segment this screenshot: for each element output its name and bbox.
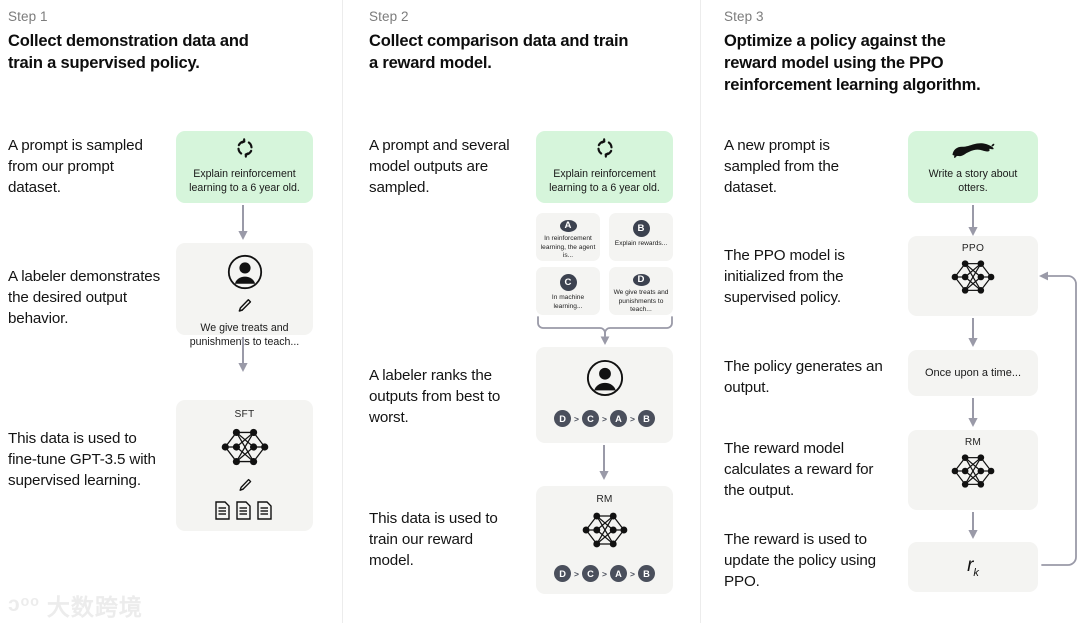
rm-rank-sep-2: >	[602, 568, 607, 579]
rm-rank-sep-3: >	[629, 568, 635, 579]
rm-rank-pill-2: C	[582, 565, 600, 582]
step-1-column: Step 1 Collect demonstration data and tr…	[0, 0, 343, 623]
person-icon	[227, 254, 263, 295]
output-card-d[interactable]: D We give treats and punishments to teac…	[609, 267, 673, 315]
rm-rank-pill-4: B	[637, 565, 655, 582]
feedback-loop-arrow	[1034, 268, 1080, 578]
rank-sep-2: >	[602, 413, 607, 424]
rank-pill-3: A	[609, 410, 627, 427]
step-1-desc-3: This data is used to fine-tune GPT-3.5 w…	[8, 430, 156, 489]
output-card-b[interactable]: B Explain rewards...	[609, 213, 673, 261]
step-3-output-box[interactable]: Once upon a time...	[908, 350, 1038, 396]
step-2-prompt-caption: Explain reinforcement learning to a 6 ye…	[549, 168, 660, 194]
output-card-a[interactable]: A In reinforcement learning, the agent i…	[536, 213, 600, 261]
output-card-c[interactable]: C In machine learning...	[536, 267, 600, 315]
watermark-text: 大数跨境	[46, 594, 143, 620]
ranking-row-labeler: D > C > A > B	[554, 410, 655, 427]
neural-net-icon	[215, 423, 275, 476]
output-letter-b: B	[632, 220, 650, 237]
step-2-desc-1: A prompt and several model outputs are s…	[369, 137, 510, 196]
documents-icon	[213, 500, 277, 527]
arrow-down-5	[966, 318, 980, 353]
step-2-title: Collect comparison data and train a rewa…	[369, 32, 629, 72]
rank-pill-2: C	[582, 410, 600, 427]
rank-sep-3: >	[629, 413, 635, 424]
rm-rank-sep-1: >	[574, 568, 580, 579]
rank-sep-1: >	[574, 413, 580, 424]
step-1-label: Step 1	[8, 9, 48, 24]
step-3-label: Step 3	[724, 9, 764, 24]
watermark-mark: ↄᵒᵒ	[8, 593, 40, 616]
step-3-title: Optimize a policy against the reward mod…	[724, 32, 981, 94]
pencil-icon	[237, 477, 253, 498]
neural-net-icon	[945, 449, 1001, 498]
output-letter-a: A	[559, 220, 577, 232]
arrow-down-7	[966, 512, 980, 545]
step-3-desc-5: The reward is used to update the policy …	[724, 531, 876, 590]
step-3-desc-3: The policy generates an output.	[724, 358, 883, 396]
step-3-ppo-box[interactable]: PPO	[908, 236, 1038, 316]
loop-icon	[235, 138, 255, 163]
step-3-desc-1: A new prompt is sampled from the dataset…	[724, 137, 839, 196]
step-1-labeler-box[interactable]: We give treats and punishments to teach.…	[176, 243, 313, 348]
step-3-desc-2: The PPO model is initialized from the su…	[724, 247, 845, 306]
step-1-desc-1: A prompt is sampled from our prompt data…	[8, 137, 143, 196]
step-1-desc-2: A labeler demonstrates the desired outpu…	[8, 268, 161, 327]
rank-pill-1: D	[554, 410, 572, 427]
output-text-d: We give treats and punishments to teach.…	[613, 288, 669, 314]
step-3-prompt-caption: Write a story about otters.	[928, 167, 1018, 194]
step-2-desc-2: A labeler ranks the outputs from best to…	[369, 367, 501, 426]
step-3-rm-box[interactable]: RM	[908, 430, 1038, 510]
reward-symbol-base: r	[967, 555, 974, 577]
step-3-output-text: Once upon a time...	[925, 367, 1021, 379]
step-1-sft-box[interactable]: SFT	[176, 400, 313, 531]
step-2-ranking-box[interactable]: D > C > A > B	[536, 347, 673, 443]
step-3-reward-box[interactable]: rk	[908, 542, 1038, 592]
loop-icon	[595, 138, 615, 163]
reward-symbol-sub: k	[973, 566, 979, 579]
step-1-prompt-caption: Explain reinforcement learning to a 6 ye…	[189, 168, 300, 194]
arrow-down-6	[966, 398, 980, 433]
person-icon	[586, 359, 624, 402]
step-2-rm-tag: RM	[596, 494, 613, 505]
output-text-c: In machine learning...	[551, 294, 585, 310]
arrow-down-4	[966, 205, 980, 242]
rank-pill-4: B	[637, 410, 655, 427]
pencil-icon	[236, 297, 253, 319]
step-3-ppo-tag: PPO	[961, 243, 985, 254]
reward-symbol: rk	[967, 555, 979, 579]
step-1-labeler-caption: We give treats and punishments to teach.…	[189, 322, 300, 348]
column-divider-1	[342, 0, 343, 623]
step-1-sft-tag: SFT	[234, 409, 255, 420]
neural-net-icon	[945, 255, 1001, 304]
step-2-label: Step 2	[369, 9, 409, 24]
output-letter-c: C	[559, 274, 577, 291]
step-3-prompt-box[interactable]: Write a story about otters.	[908, 131, 1038, 203]
watermark: ↄᵒᵒ 大数跨境	[8, 588, 143, 622]
step-2-desc-3: This data is used to train our reward mo…	[369, 510, 498, 569]
output-text-a: In reinforcement learning, the agent is.…	[540, 234, 596, 260]
ranking-row-rm: D > C > A > B	[554, 565, 655, 582]
step-3-rm-tag: RM	[964, 437, 982, 448]
arrow-down-3	[597, 445, 611, 486]
step-3-column: Step 3 Optimize a policy against the rew…	[701, 0, 1080, 623]
rm-rank-pill-3: A	[609, 565, 627, 582]
otter-icon	[951, 139, 995, 164]
step-2-rm-box[interactable]: RM D	[536, 486, 673, 594]
neural-net-icon	[576, 507, 634, 558]
step-1-prompt-box[interactable]: Explain reinforcement learning to a 6 ye…	[176, 131, 313, 203]
step-2-column: Step 2 Collect comparison data and train…	[343, 0, 701, 623]
step-2-prompt-box[interactable]: Explain reinforcement learning to a 6 ye…	[536, 131, 673, 203]
step-1-title: Collect demonstration data and train a s…	[8, 32, 249, 72]
output-text-b: Explain rewards...	[614, 240, 668, 247]
output-letter-d: D	[632, 274, 650, 286]
arrow-down-1	[236, 205, 250, 246]
step-3-desc-4: The reward model calculates a reward for…	[724, 440, 874, 499]
rm-rank-pill-1: D	[554, 565, 572, 582]
arrow-down-2	[236, 337, 250, 378]
column-divider-2	[700, 0, 701, 623]
brace-converge-arrow	[536, 316, 674, 351]
